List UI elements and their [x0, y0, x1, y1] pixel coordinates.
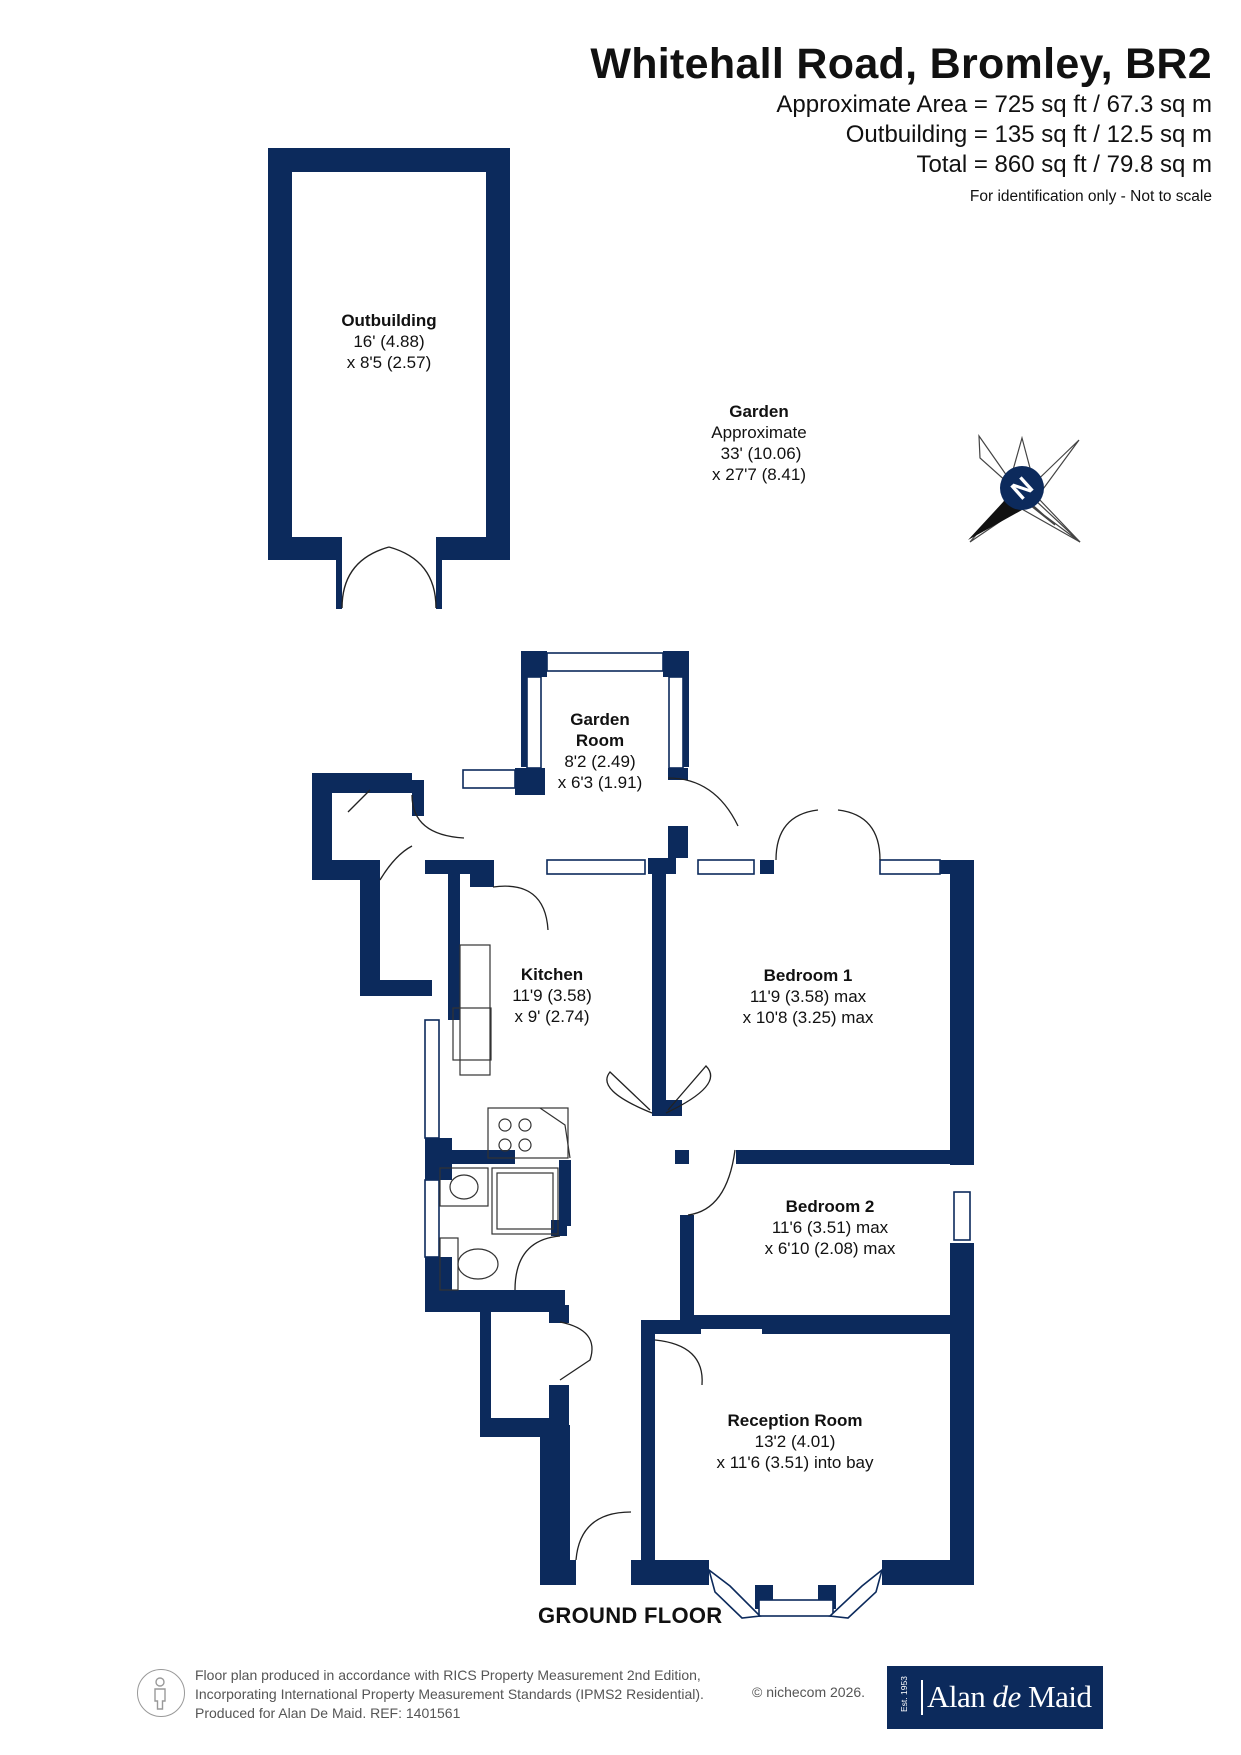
agent-logo: Est. 1953 Alan de Maid	[887, 1666, 1103, 1729]
reception-dim2: x 11'6 (3.51) into bay	[717, 1453, 874, 1472]
footer-line-2: Incorporating International Property Mea…	[195, 1686, 704, 1702]
compass-icon: N	[968, 433, 1081, 543]
footer-line-3: Produced for Alan De Maid. REF: 1401561	[195, 1705, 461, 1721]
area-line-main: Approximate Area = 725 sq ft / 67.3 sq m	[776, 91, 1212, 118]
logo-name-part1: Alan	[927, 1679, 993, 1714]
outbuilding-dim2: x 8'5 (2.57)	[347, 353, 432, 372]
logo-name-part3: Maid	[1020, 1679, 1092, 1714]
door-swings	[347, 777, 881, 1561]
garden-room-dim1: 8'2 (2.49)	[564, 752, 635, 771]
footer-notes: Floor plan produced in accordance with R…	[195, 1666, 704, 1723]
header: Whitehall Road, Bromley, BR2 Approximate…	[590, 38, 1212, 208]
property-title: Whitehall Road, Bromley, BR2	[590, 40, 1212, 88]
person-icon	[137, 1669, 185, 1717]
reception-dim1: 13'2 (4.01)	[755, 1432, 836, 1451]
garden-line1: Approximate	[711, 423, 806, 442]
garden-dim1: 33' (10.06)	[721, 444, 802, 463]
bedroom2-name: Bedroom 2	[786, 1197, 875, 1216]
copyright: © nichecom 2026.	[752, 1684, 866, 1700]
garden-name: Garden	[729, 402, 789, 421]
fixtures	[439, 944, 571, 1291]
outbuilding-dim1: 16' (4.88)	[353, 332, 424, 351]
windows	[424, 652, 971, 1619]
bedroom2-dim2: x 6'10 (2.08) max	[765, 1239, 896, 1258]
floor-label: GROUND FLOOR	[538, 1603, 723, 1628]
bedroom1-name: Bedroom 1	[764, 966, 853, 985]
garden-dim2: x 27'7 (8.41)	[712, 465, 806, 484]
logo-name: Alan de Maid	[927, 1679, 1092, 1715]
area-line-outbuilding: Outbuilding = 135 sq ft / 12.5 sq m	[845, 121, 1212, 148]
disclaimer: For identification only - Not to scale	[969, 188, 1212, 205]
bedroom1-dim2: x 10'8 (3.25) max	[743, 1008, 874, 1027]
bedroom2-dim1: 11'6 (3.51) max	[772, 1218, 889, 1237]
kitchen-dim2: x 9' (2.74)	[514, 1007, 589, 1026]
garden-room-name-1: Garden	[570, 710, 630, 729]
house-walls	[312, 651, 974, 1609]
outbuilding-doors	[341, 546, 437, 609]
logo-divider	[921, 1680, 923, 1715]
outbuilding-name: Outbuilding	[341, 311, 436, 330]
logo-est: Est. 1953	[899, 1676, 909, 1712]
logo-name-part2: de	[992, 1679, 1022, 1714]
footer-line-1: Floor plan produced in accordance with R…	[195, 1667, 701, 1683]
reception-name: Reception Room	[727, 1411, 862, 1430]
garden-room-name-2: Room	[576, 731, 624, 750]
garden-room-dim2: x 6'3 (1.91)	[558, 773, 643, 792]
area-line-total: Total = 860 sq ft / 79.8 sq m	[916, 151, 1213, 178]
kitchen-name: Kitchen	[521, 965, 583, 984]
kitchen-dim1: 11'9 (3.58)	[512, 986, 591, 1005]
room-labels: Outbuilding 16' (4.88) x 8'5 (2.57) Gard…	[341, 311, 896, 1472]
outbuilding-walls	[268, 148, 510, 609]
bedroom1-dim1: 11'9 (3.58) max	[750, 987, 867, 1006]
